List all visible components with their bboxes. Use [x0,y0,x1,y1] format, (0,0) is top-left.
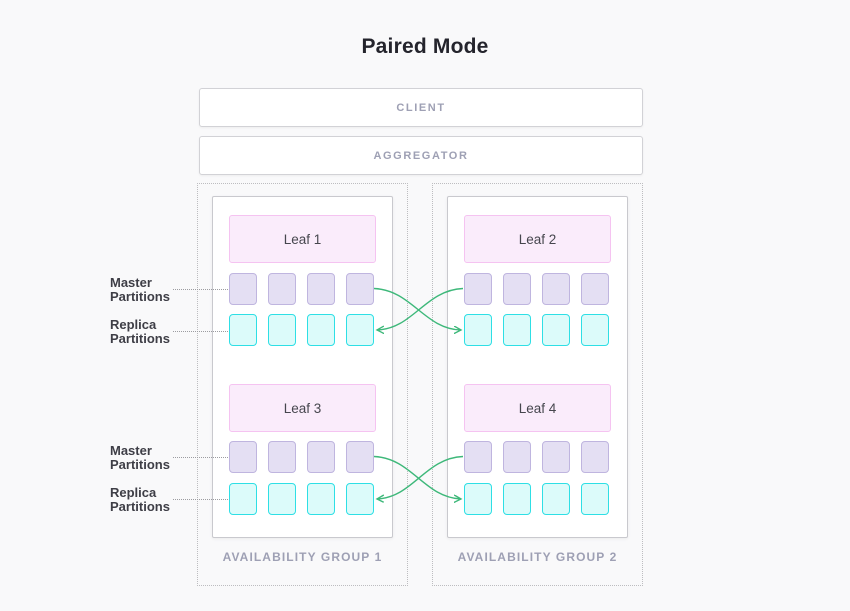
replica-partition [503,314,531,346]
leaf-name: Leaf 3 [283,400,322,416]
replica-partition [464,314,492,346]
client-box: CLIENT [199,88,643,127]
label-line: Master [110,443,152,458]
label-line: Master [110,275,152,290]
client-label: CLIENT [396,101,446,114]
master-partition [346,273,374,305]
master-partitions-row [229,273,374,305]
leader-line [173,457,228,458]
leaf-box: Leaf 1 [229,215,376,263]
master-partitions-row [464,441,609,473]
master-partition [268,441,296,473]
label-line: Partitions [110,499,170,514]
leader-line [173,331,228,332]
master-partition [229,273,257,305]
replica-partition [581,483,609,515]
leaf-name: Leaf 2 [518,231,557,247]
page-title: Paired Mode [361,35,489,58]
master-partitions-row [464,273,609,305]
label-line: Replica [110,485,157,500]
replica-partition [542,314,570,346]
master-partition [346,441,374,473]
master-partition [581,273,609,305]
replica-partitions-label: Replica Partitions [110,318,170,346]
leaf-node-container-2: Leaf 2 Leaf 4 [447,196,628,538]
master-partition [542,441,570,473]
replica-partitions-row [229,483,374,515]
leaf-box: Leaf 2 [464,215,611,263]
replica-partitions-row [464,314,609,346]
leaf-name: Leaf 4 [518,400,557,416]
master-partitions-label: Master Partitions [110,444,170,472]
label-line: Partitions [110,457,170,472]
replica-partition [346,483,374,515]
master-partition [503,441,531,473]
aggregator-box: AGGREGATOR [199,136,643,175]
master-partition [307,441,335,473]
master-partition [581,441,609,473]
replica-partition [581,314,609,346]
replica-partition [503,483,531,515]
replica-partition [542,483,570,515]
replica-partitions-row [464,483,609,515]
label-line: Replica [110,317,157,332]
availability-group-1-label: AVAILABILITY GROUP 1 [222,550,383,564]
master-partition [268,273,296,305]
replica-partitions-label: Replica Partitions [110,486,170,514]
replica-partition [268,314,296,346]
replica-partitions-row [229,314,374,346]
leaf-name: Leaf 1 [283,231,322,247]
replica-partition [229,483,257,515]
leaf-box: Leaf 3 [229,384,376,432]
master-partition [503,273,531,305]
leaf-box: Leaf 4 [464,384,611,432]
master-partition [464,441,492,473]
replica-partition [268,483,296,515]
replica-partition [464,483,492,515]
label-line: Partitions [110,331,170,346]
leaf-node-container-1: Leaf 1 Leaf 3 [212,196,393,538]
leader-line [173,499,228,500]
master-partitions-row [229,441,374,473]
replica-partition [229,314,257,346]
master-partition [542,273,570,305]
master-partition [464,273,492,305]
label-line: Partitions [110,289,170,304]
replica-partition [346,314,374,346]
master-partition [307,273,335,305]
master-partitions-label: Master Partitions [110,276,170,304]
leader-line [173,289,228,290]
master-partition [229,441,257,473]
aggregator-label: AGGREGATOR [373,149,469,162]
availability-group-1: Leaf 1 Leaf 3 AVAILABILITY GROUP 1 [197,183,408,586]
availability-group-2: Leaf 2 Leaf 4 AVAILABILITY GROUP 2 [432,183,643,586]
replica-partition [307,483,335,515]
availability-group-2-label: AVAILABILITY GROUP 2 [457,550,618,564]
replica-partition [307,314,335,346]
